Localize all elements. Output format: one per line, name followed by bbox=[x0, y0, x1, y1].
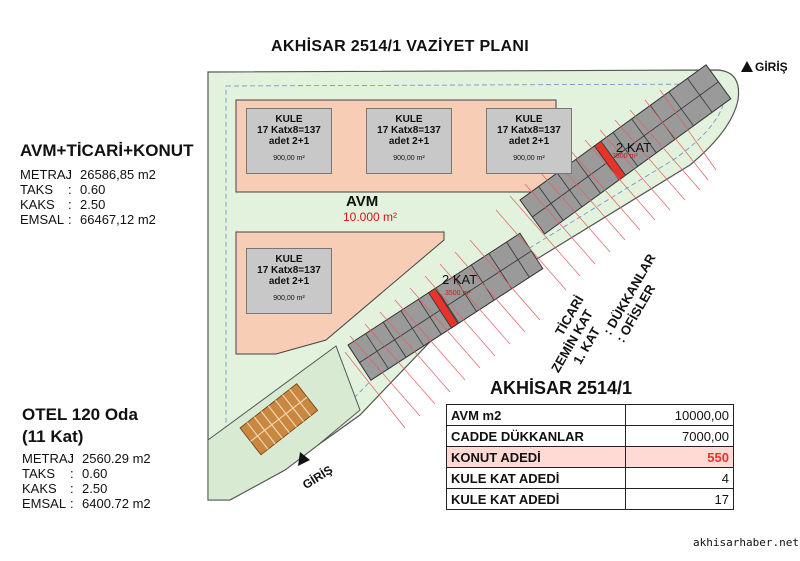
avm-label: AVM bbox=[346, 193, 379, 210]
otel-info-row: METRAJ:2560.29 m2 bbox=[22, 451, 151, 466]
kat-label-lower: 2 KAT bbox=[442, 272, 478, 287]
summary-title: AKHİSAR 2514/1 bbox=[490, 378, 633, 398]
entrance-bottom-arrow-icon bbox=[298, 452, 310, 466]
parking-lines bbox=[344, 89, 717, 429]
avm-info-row: TAKS:0.60 bbox=[20, 182, 106, 197]
avm-info-block: AVM+TİCARİ+KONUT METRAJ:26586,85 m2 TAKS… bbox=[20, 141, 193, 227]
avm-info-row: KAKS:2.50 bbox=[20, 197, 106, 212]
watermark: akhisarhaber.net bbox=[693, 536, 799, 549]
entrance-top-arrow-icon bbox=[741, 61, 753, 72]
avm-info-title: AVM+TİCARİ+KONUT bbox=[20, 141, 194, 160]
otel-info-title: OTEL 120 Oda bbox=[22, 405, 138, 424]
plan-title: AKHİSAR 2514/1 VAZİYET PLANI bbox=[271, 38, 529, 55]
avm-info-row: METRAJ:26586,85 m2 bbox=[20, 167, 156, 182]
avm-area: 10.000 m² bbox=[343, 210, 398, 224]
upper-shop-strip bbox=[519, 64, 732, 235]
otel-info-subtitle: (11 Kat) bbox=[22, 427, 84, 446]
small-area-upper: 3500 m² bbox=[612, 153, 638, 160]
small-area-lower: 3500 m² bbox=[445, 290, 471, 297]
otel-info-row: KAKS:2.50 bbox=[22, 481, 108, 496]
otel-info-row: TAKS:0.60 bbox=[22, 466, 108, 481]
hotel-building bbox=[239, 383, 319, 456]
avm-info-row: EMSAL:66467,12 m2 bbox=[20, 212, 156, 227]
kat-label-upper: 2 KAT bbox=[616, 140, 652, 155]
otel-info-row: EMSAL:6400.72 m2 bbox=[22, 496, 151, 511]
otel-info-block: OTEL 120 Oda (11 Kat) METRAJ:2560.29 m2 … bbox=[22, 405, 151, 511]
lower-shop-strip bbox=[347, 232, 544, 381]
entrance-top-label: GİRİŞ bbox=[755, 60, 788, 74]
